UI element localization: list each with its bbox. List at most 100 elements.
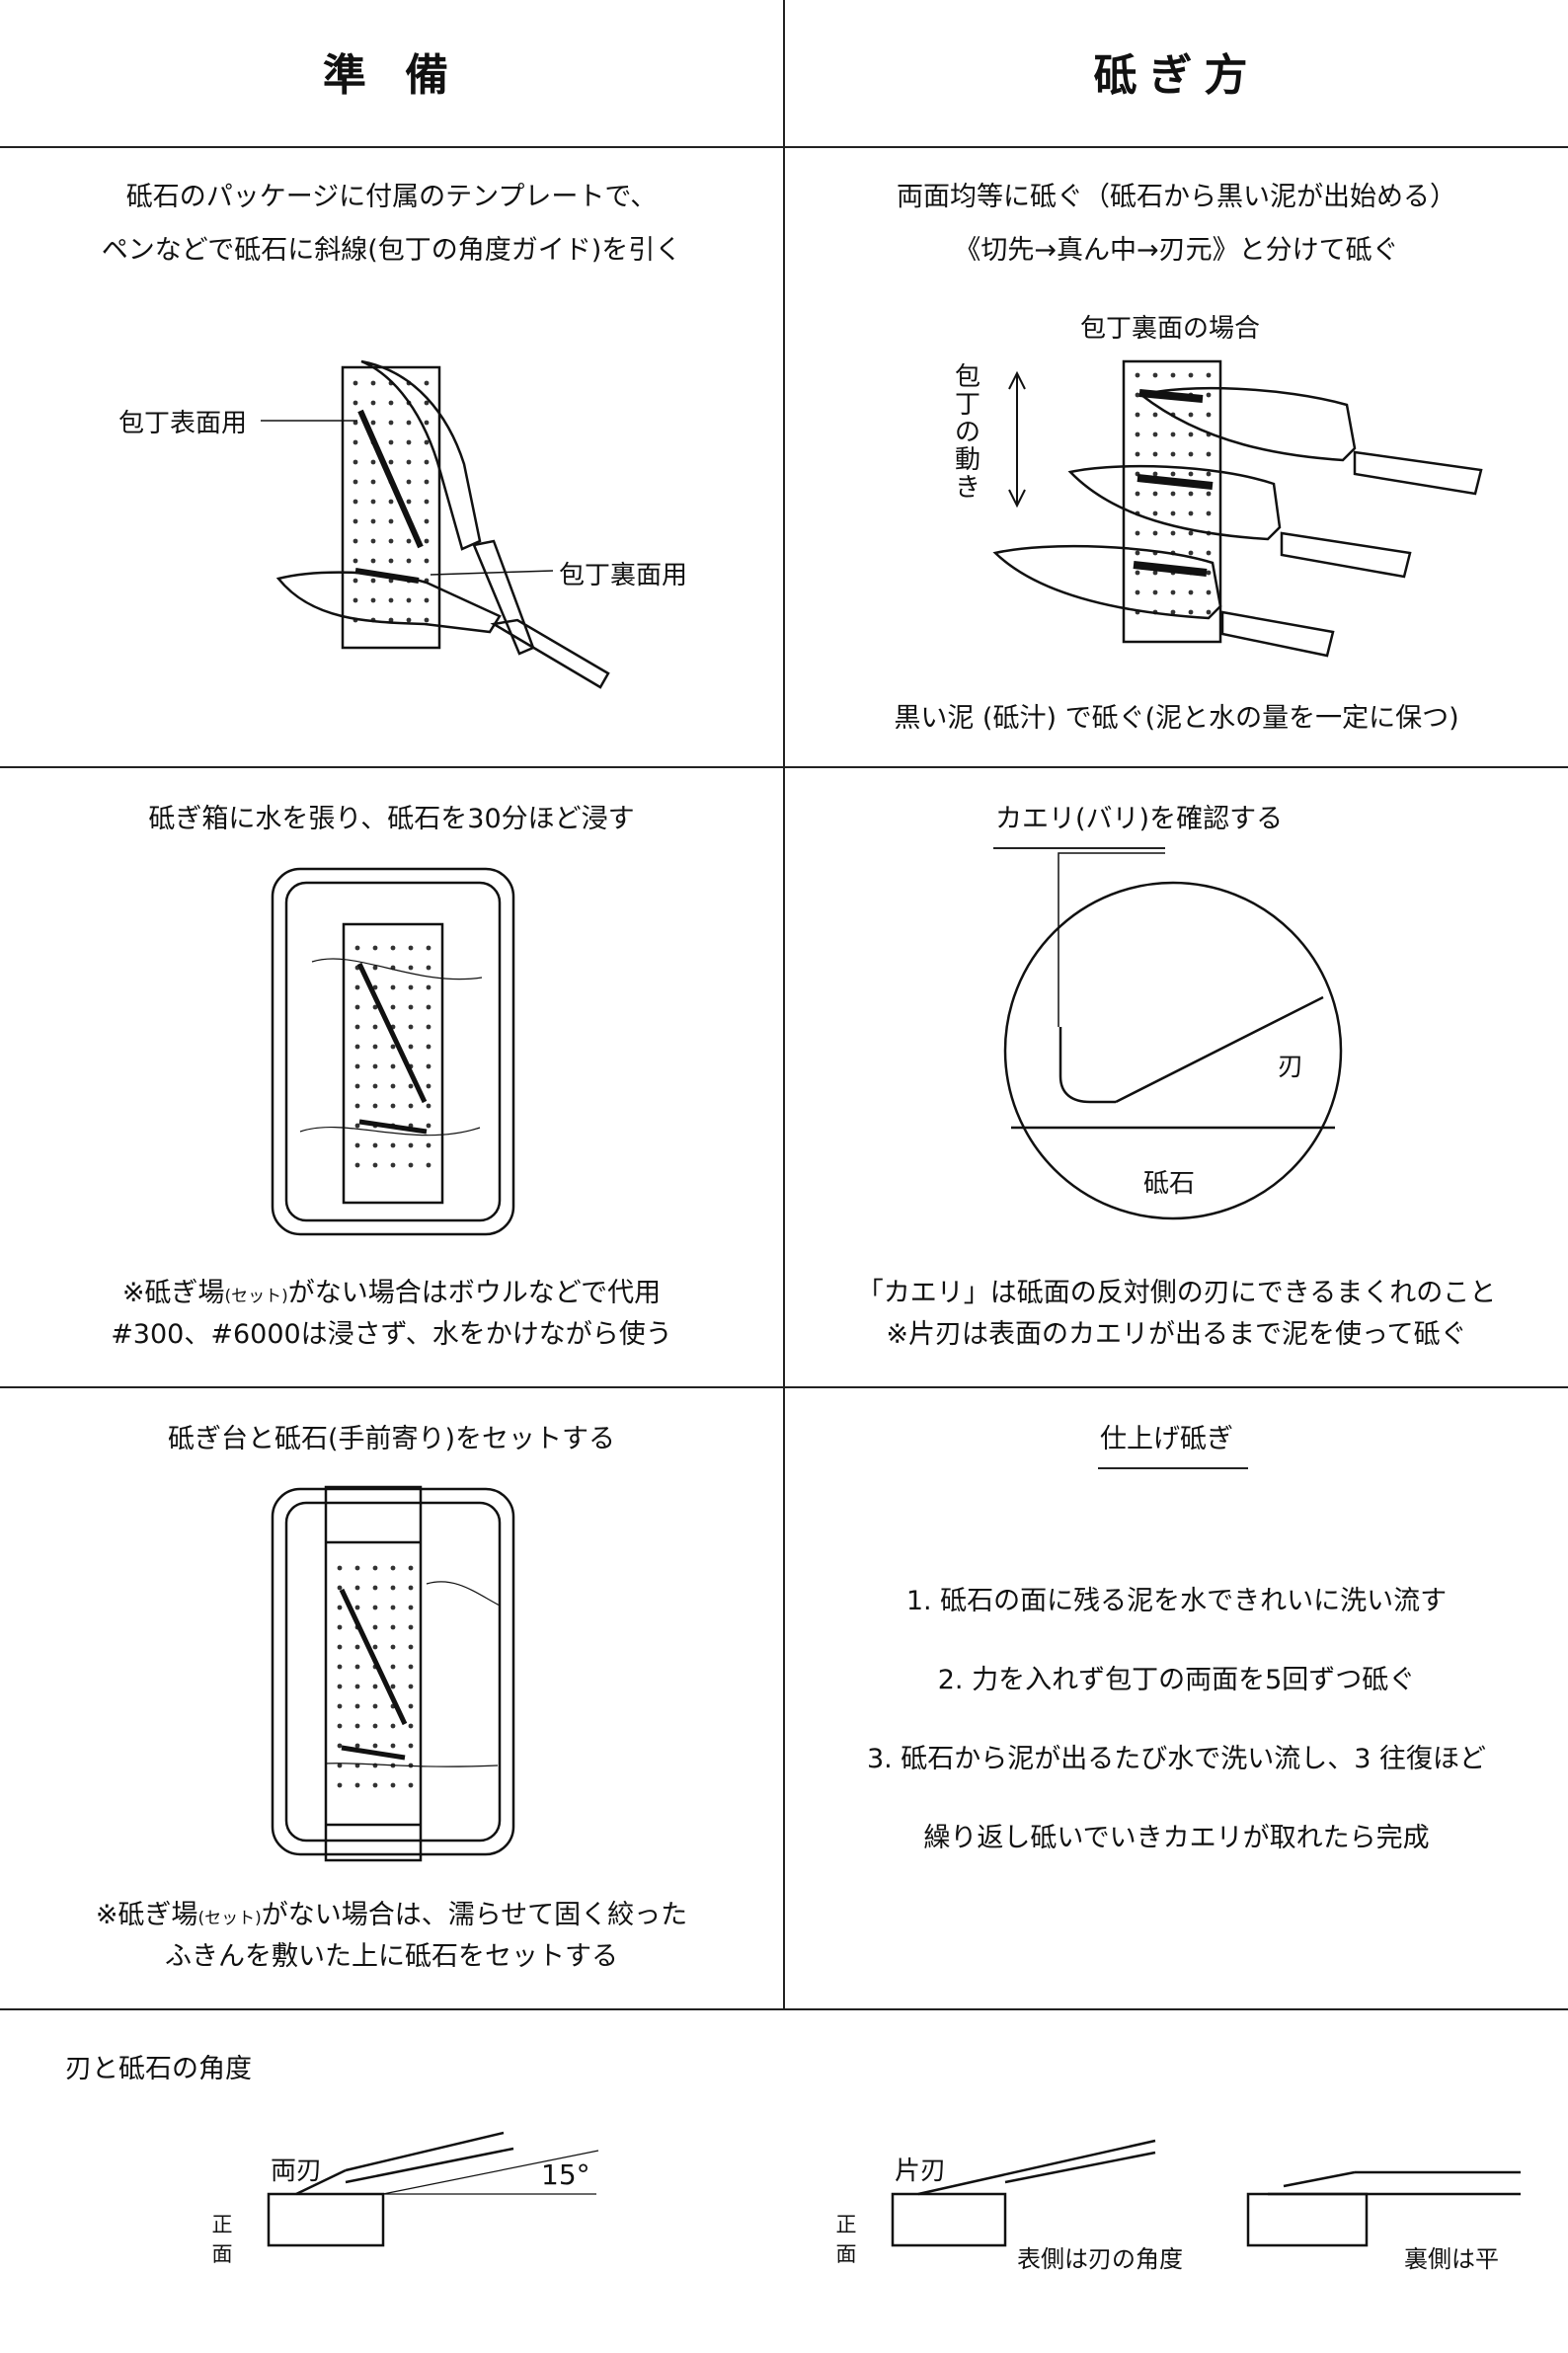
dot	[1188, 431, 1194, 437]
dot	[354, 1664, 360, 1670]
knife-position-middle	[1067, 464, 1282, 541]
prep-s2-note1-a: ※砥ぎ場	[121, 1278, 225, 1308]
dot	[337, 1644, 343, 1650]
back-side-sharpening-figure	[992, 359, 1483, 658]
dot	[388, 439, 394, 445]
method-s3-step-2: 2. 力を入れず包丁の両面を5回ずつ砥ぐ	[937, 1665, 1416, 1695]
dot	[1152, 451, 1158, 457]
dot	[1135, 570, 1140, 576]
dot	[1206, 412, 1212, 418]
stand-base	[324, 1485, 423, 1862]
dot	[370, 558, 376, 564]
prep-s3-line1: 砥ぎ台と砥石(手前寄り)をセットする	[167, 1424, 616, 1454]
dot	[372, 1723, 378, 1729]
dot	[1206, 550, 1212, 556]
dot	[1206, 609, 1212, 615]
soak-water-line-1	[311, 958, 483, 980]
prep-s2-note1: ※砥ぎ場(セット)がない場合はボウルなどで代用	[0, 1266, 783, 1324]
stand-water-line-1	[426, 1581, 501, 1607]
method-s1-footer: 黒い泥 (砥汁) で砥ぐ(泥と水の量を一定に保つ)	[894, 703, 1459, 734]
dot	[372, 1083, 378, 1089]
dot	[424, 479, 430, 485]
dot	[1170, 372, 1176, 378]
dot	[390, 1585, 396, 1591]
dot	[426, 1004, 431, 1010]
dot	[337, 1605, 343, 1610]
dot	[408, 1044, 414, 1050]
dot	[426, 1142, 431, 1148]
dot	[337, 1624, 343, 1630]
dot	[353, 597, 358, 603]
dot	[372, 1004, 378, 1010]
dot	[353, 578, 358, 584]
divider-center	[783, 0, 785, 2010]
dot	[1206, 372, 1212, 378]
dot	[388, 499, 394, 505]
knife-position-middle-handle	[1280, 531, 1412, 579]
dot	[372, 1063, 378, 1069]
dot	[353, 538, 358, 544]
dot	[426, 1063, 431, 1069]
stand-box-outer	[271, 1487, 515, 1856]
knife-front-handle	[472, 539, 535, 656]
double-edge-stone	[267, 2192, 385, 2247]
stand-guide-back	[341, 1745, 406, 1761]
dot	[372, 1684, 378, 1689]
dot	[408, 1743, 414, 1749]
dot	[354, 1123, 360, 1129]
dot	[426, 1024, 431, 1030]
dot	[408, 1782, 414, 1788]
dot	[406, 439, 412, 445]
dot	[408, 1162, 414, 1168]
dot	[372, 965, 378, 971]
soak-water-line-2	[299, 1126, 481, 1137]
dot	[1170, 589, 1176, 595]
dot	[354, 1142, 360, 1148]
dot	[354, 1044, 360, 1050]
soak-box-outer	[271, 867, 515, 1236]
dot	[337, 1723, 343, 1729]
dot	[354, 1103, 360, 1109]
dot	[370, 479, 376, 485]
whetstone-template-figure	[261, 359, 610, 689]
dot	[390, 1743, 396, 1749]
dot	[353, 439, 358, 445]
prep-s2-line1: 砥ぎ箱に水を張り、砥石を30分ほど浸す	[148, 804, 635, 834]
dot	[353, 400, 358, 406]
dot	[406, 420, 412, 426]
dot	[406, 479, 412, 485]
dot	[354, 1684, 360, 1689]
single-edge-front-stone	[891, 2192, 1007, 2247]
dot	[337, 1782, 343, 1788]
double-edge-front: 正面	[211, 2213, 233, 2266]
prep-s3-note1-a: ※砥ぎ場	[95, 1900, 198, 1930]
dot	[426, 1123, 431, 1129]
dot	[408, 1103, 414, 1109]
method-s1-line2: 《切先→真ん中→刃元》と分けて砥ぐ	[954, 235, 1399, 266]
dot	[1188, 471, 1194, 477]
dot	[337, 1684, 343, 1689]
prep-s3-note1: ※砥ぎ場(セット)がない場合は、濡らせて固く絞った	[0, 1888, 783, 1946]
dot	[354, 1605, 360, 1610]
dot	[426, 1044, 431, 1050]
stone-stand-figure	[271, 1485, 515, 1862]
double-edge-figure	[267, 2131, 599, 2247]
dot	[1206, 570, 1212, 576]
prep-s3-note1-b: がない場合は、濡らせて固く絞った	[261, 1900, 688, 1930]
dot	[1170, 510, 1176, 516]
dot	[424, 617, 430, 623]
single-edge-back-note: 裏側は平	[1404, 2245, 1499, 2273]
dot	[353, 558, 358, 564]
dot	[353, 420, 358, 426]
dot	[1188, 510, 1194, 516]
dot	[1188, 451, 1194, 457]
single-edge-front: 正面	[835, 2213, 857, 2266]
prep-s3-note1-small: (セット)	[197, 1909, 262, 1928]
double-edge-spine-1	[345, 2131, 505, 2172]
method-s3-heading: 仕上げ砥ぎ	[1100, 1424, 1233, 1454]
method-s3-heading-underline	[1098, 1467, 1248, 1469]
motion-label: 包丁の動き	[954, 362, 980, 503]
dot	[354, 1782, 360, 1788]
double-edge-angle-ray	[382, 2150, 599, 2195]
dot	[390, 984, 396, 990]
